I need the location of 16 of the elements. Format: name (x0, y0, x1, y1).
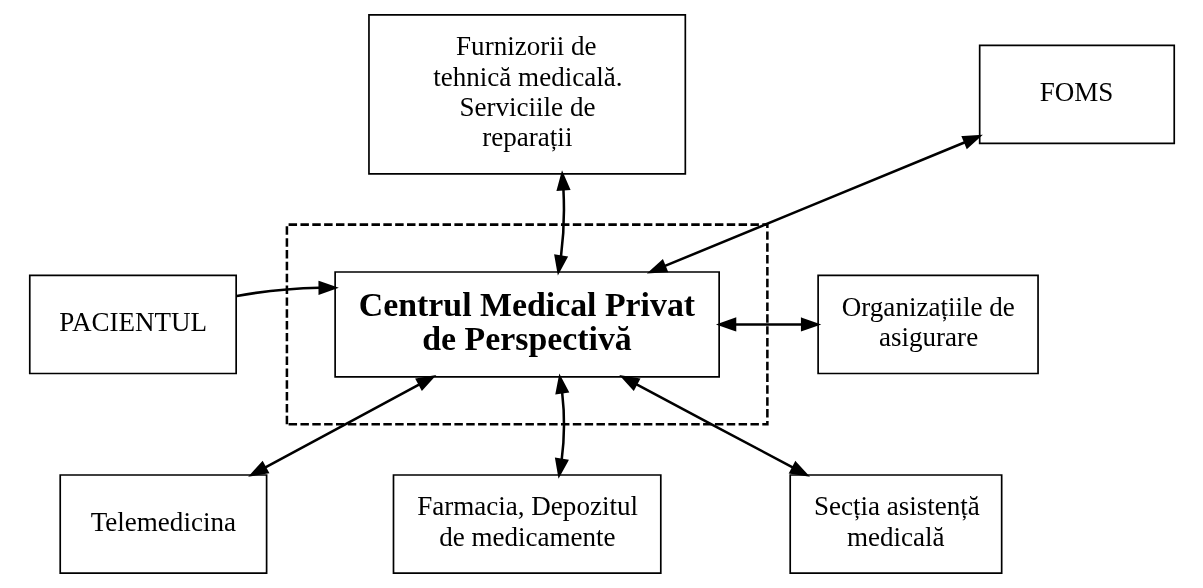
node-box: Centrul Medical Privat de Perspectivă (333, 271, 720, 378)
node-box: Telemedicina (58, 474, 267, 574)
arrow (715, 317, 821, 332)
arrow (646, 134, 983, 274)
node-box: FOMS (978, 44, 1175, 145)
node-box: PACIENTUL (28, 274, 237, 375)
node-box: Furnizorii de tehnică medicală. Serviciile de reparații (367, 14, 686, 175)
arrow (554, 373, 569, 479)
cluster (285, 223, 769, 426)
node-box: Secția asistență medicală (788, 474, 1002, 574)
node-box: Organizațiile de asigurare (816, 274, 1039, 375)
node-box: Farmacia, Depozitul de medicamente (392, 474, 662, 574)
arrow (553, 170, 571, 276)
arrow (247, 375, 436, 477)
arrow (236, 280, 339, 298)
arrow (618, 375, 810, 477)
